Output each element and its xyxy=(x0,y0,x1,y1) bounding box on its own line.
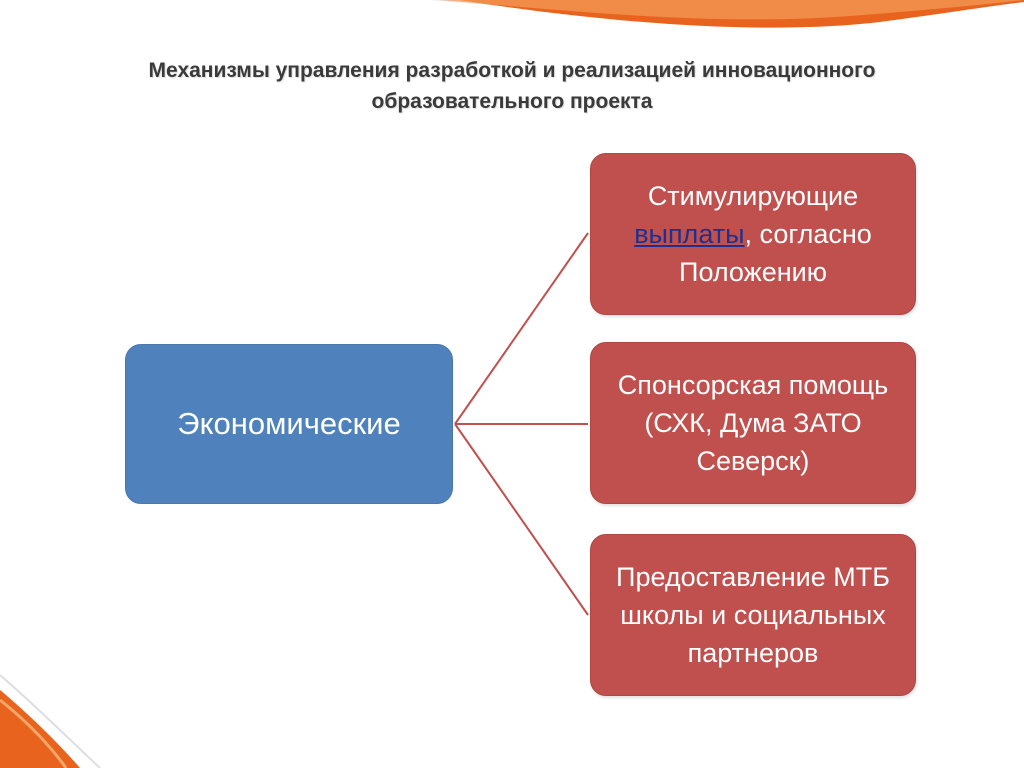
child-2-line-2: (СХК, Дума ЗАТО xyxy=(644,408,862,438)
child-3-line-1: Предоставление МТБ xyxy=(616,562,890,592)
connector-to-box-1 xyxy=(454,232,589,425)
child-node-sponsorship: Спонсорская помощь (СХК, Дума ЗАТО Север… xyxy=(590,342,916,504)
payments-link[interactable]: выплаты xyxy=(634,219,745,249)
child-3-line-3: партнеров xyxy=(687,638,819,668)
child-1-line-1: Стимулирующие xyxy=(647,181,859,211)
child-node-incentive-payments: Стимулирующие выплаты, согласно Положени… xyxy=(590,153,916,315)
title-line-2: образовательного проекта xyxy=(371,90,653,113)
root-node-label: Экономические xyxy=(177,406,401,441)
child-2-line-1: Спонсорская помощь xyxy=(617,370,889,400)
child-3-line-2: школы и социальных xyxy=(620,600,886,630)
slide-title: Механизмы управления разработкой и реали… xyxy=(40,55,984,117)
child-1-line-3: Положению xyxy=(679,257,827,287)
child-1-line-2-rest: , согласно xyxy=(744,219,872,249)
title-line-1: Механизмы управления разработкой и реали… xyxy=(148,59,876,82)
child-2-line-3: Северск) xyxy=(696,446,810,476)
connector-to-box-3 xyxy=(454,423,589,616)
root-node-economic: Экономические xyxy=(125,344,453,504)
child-node-material-base: Предоставление МТБ школы и социальных па… xyxy=(590,534,916,696)
